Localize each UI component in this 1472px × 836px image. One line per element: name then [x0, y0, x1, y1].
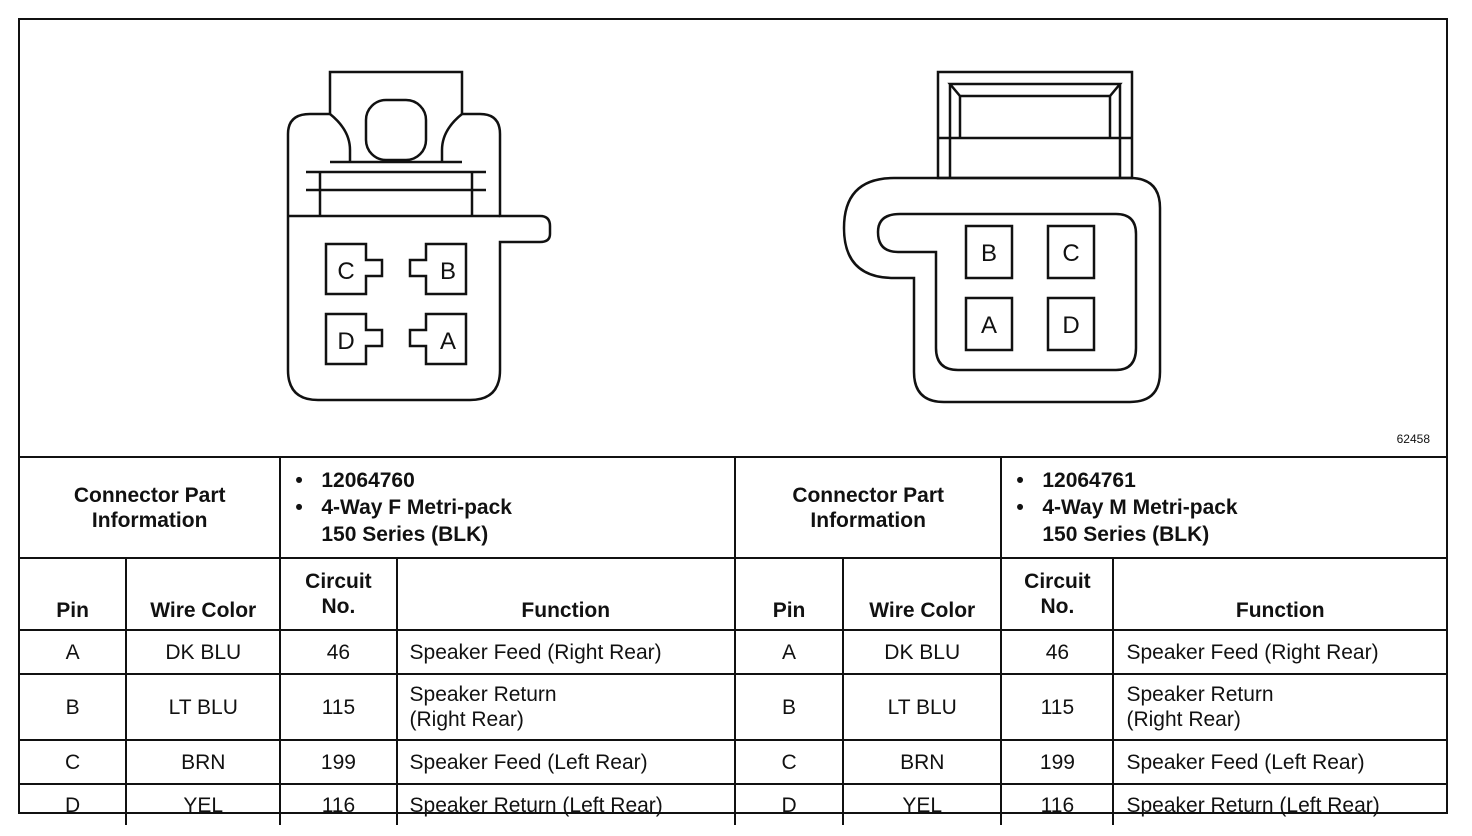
part-number-left: 12064760 [321, 467, 728, 494]
connector-info-label-right: Connector Part Information [733, 456, 1003, 559]
header-function-right: Function [1112, 557, 1446, 631]
diagram-frame: C B D A B C A D 62458 [18, 18, 1448, 825]
pin-b-outline [408, 242, 468, 296]
wire-color-cell: BRN [842, 739, 1003, 785]
pin-cell: B [20, 673, 128, 741]
pin-label-b: B [440, 258, 456, 285]
header-circuit-left: Circuit No. [279, 557, 398, 631]
pin-a-outline [408, 312, 468, 366]
function-cell: Speaker Return (Left Rear) [1112, 783, 1446, 825]
pin-label-c-male: C [1062, 240, 1079, 267]
pin-cell: D [20, 783, 128, 825]
connector-drawings: C B D A B C A D [286, 70, 1162, 404]
function-cell: Speaker Return (Right Rear) [395, 673, 736, 741]
wire-color-cell: LT BLU [125, 673, 282, 741]
header-pin-right: Pin [733, 557, 845, 631]
header-wire-color-left: Wire Color [125, 557, 282, 631]
pin-label-c: C [337, 258, 354, 285]
connector-info-row: Connector Part Information 12064760 4-Wa… [20, 456, 1446, 559]
circuit-cell: 199 [279, 739, 398, 785]
wire-color-cell: LT BLU [842, 673, 1003, 741]
connector-info-label-left: Connector Part Information [20, 456, 282, 559]
header-wire-color-right: Wire Color [842, 557, 1003, 631]
part-desc-right-line2: 150 Series (BLK) [1042, 523, 1210, 546]
connector-table: Connector Part Information 12064760 4-Wa… [20, 456, 1446, 825]
pin-d-outline-male [1046, 296, 1096, 352]
pin-cell: C [20, 739, 128, 785]
female-connector-drawing: C B D A [286, 70, 552, 402]
table-row: D YEL 116 Speaker Return (Left Rear) D Y… [20, 783, 1446, 825]
wire-color-cell: DK BLU [125, 629, 282, 675]
function-cell: Speaker Feed (Left Rear) [395, 739, 736, 785]
circuit-cell: 116 [1000, 783, 1115, 825]
wire-color-cell: YEL [125, 783, 282, 825]
table-row: C BRN 199 Speaker Feed (Left Rear) C BRN… [20, 739, 1446, 785]
pin-label-a-male: A [981, 312, 997, 339]
circuit-cell: 46 [1000, 629, 1115, 675]
circuit-cell: 199 [1000, 739, 1115, 785]
wire-color-cell: DK BLU [842, 629, 1003, 675]
pin-cell: C [733, 739, 845, 785]
table-row: B LT BLU 115 Speaker Return (Right Rear)… [20, 673, 1446, 741]
function-cell: Speaker Feed (Right Rear) [395, 629, 736, 675]
pin-label-d-male: D [1062, 312, 1079, 339]
pin-cell: A [733, 629, 845, 675]
part-desc-left-line1: 4-Way F Metri-pack [321, 494, 728, 521]
pin-a-outline-male [964, 296, 1014, 352]
part-number-right: 12064761 [1042, 467, 1440, 494]
header-pin-left: Pin [20, 557, 128, 631]
header-circuit-right: Circuit No. [1000, 557, 1115, 631]
circuit-cell: 115 [279, 673, 398, 741]
pin-label-d: D [337, 328, 354, 355]
figure-number: 62458 [1396, 432, 1430, 446]
circuit-cell: 116 [279, 783, 398, 825]
pin-b-outline-male [964, 224, 1014, 280]
pin-c-outline-male [1046, 224, 1096, 280]
function-cell: Speaker Return (Left Rear) [395, 783, 736, 825]
part-desc-right-line1: 4-Way M Metri-pack [1042, 494, 1440, 521]
pin-d-outline [324, 312, 384, 366]
wire-color-cell: YEL [842, 783, 1003, 825]
wire-color-cell: BRN [125, 739, 282, 785]
function-cell: Speaker Return (Right Rear) [1112, 673, 1446, 741]
part-desc-left-line2: 150 Series (BLK) [321, 523, 489, 546]
column-header-row: Pin Wire Color Circuit No. Function Pin … [20, 557, 1446, 631]
function-cell: Speaker Feed (Right Rear) [1112, 629, 1446, 675]
circuit-cell: 46 [279, 629, 398, 675]
pin-label-b-male: B [981, 240, 997, 267]
pin-cell: A [20, 629, 128, 675]
circuit-cell: 115 [1000, 673, 1115, 741]
pin-cell: D [733, 783, 845, 825]
table-row: A DK BLU 46 Speaker Feed (Right Rear) A … [20, 629, 1446, 675]
connector-parts-left: 12064760 4-Way F Metri-pack 150 Series (… [279, 456, 736, 559]
pin-cell: B [733, 673, 845, 741]
function-cell: Speaker Feed (Left Rear) [1112, 739, 1446, 785]
connector-parts-right: 12064761 4-Way M Metri-pack 150 Series (… [1000, 456, 1446, 559]
pin-c-outline [324, 242, 384, 296]
header-function-left: Function [395, 557, 736, 631]
male-connector-drawing: B C A D [842, 70, 1162, 404]
pin-label-a: A [440, 328, 456, 355]
